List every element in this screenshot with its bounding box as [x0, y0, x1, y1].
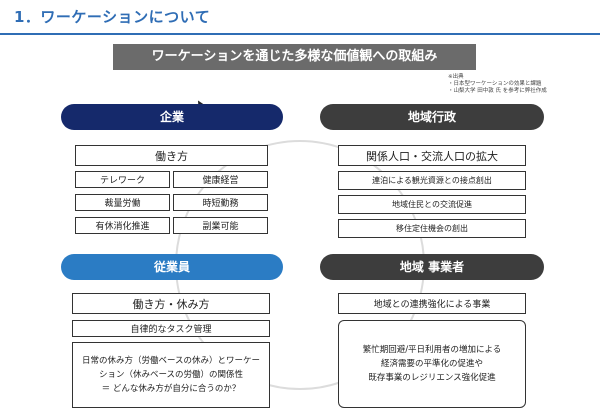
note-line: 繁忙期回避/平日利用者の増加による	[362, 345, 502, 355]
kigyo-item: 時短勤務	[173, 194, 268, 211]
kigyo-item: 副業可能	[173, 217, 268, 234]
source-line: ※出典	[448, 74, 464, 80]
banner-title: ワーケーションを通じた多様な価値観への取組み	[113, 44, 476, 70]
kigyo-main-box: 働き方	[75, 145, 268, 166]
chiiki-main-box: 関係人口・交流人口の拡大	[338, 145, 526, 166]
chiiki-item: 移住定住機会の創出	[338, 219, 526, 238]
kigyo-header: 企業	[61, 104, 283, 130]
note-line: 経済需要の平準化の促進や	[380, 359, 483, 369]
note-line: 既存事業のレジリエンス強化促進	[368, 373, 496, 383]
source-line: ・日本型ワーケーションの効果と課題	[448, 81, 542, 87]
title-rule	[0, 33, 600, 35]
source-note: ※出典 ・日本型ワーケーションの効果と課題 ・山梨大学 田中敦 氏 を参考に弊社…	[448, 74, 547, 95]
jugyoin-main-box: 働き方・休み方	[72, 293, 270, 314]
note-line: ション（休みベースの労働）の関係性	[98, 370, 244, 380]
slide-title: 1．ワーケーションについて	[14, 8, 211, 26]
source-line: ・山梨大学 田中敦 氏 を参考に弊社作成	[448, 88, 547, 94]
kigyo-item: 健康経営	[173, 171, 268, 188]
jugyoin-sub-box: 自律的なタスク管理	[72, 320, 270, 337]
jigyosha-main-box: 地域との連携強化による事業	[338, 293, 526, 314]
jugyoin-header: 従業員	[61, 254, 283, 280]
chiiki-item: 連泊による観光資源との接点創出	[338, 171, 526, 190]
chiiki-header: 地域行政	[320, 104, 544, 130]
jugyoin-note-box: 日常の休み方（労働ベースの休み）とワーケー ション（休みベースの労働）の関係性 …	[72, 342, 270, 408]
note-line: ＝ どんな休み方が自分に合うのか？	[101, 384, 241, 394]
jigyosha-note-box: 繁忙期回避/平日利用者の増加による 経済需要の平準化の促進や 既存事業のレジリエ…	[338, 320, 526, 408]
chiiki-item: 地域住民との交流促進	[338, 195, 526, 214]
kigyo-item: 裁量労働	[75, 194, 170, 211]
kigyo-item: テレワーク	[75, 171, 170, 188]
kigyo-item: 有休消化推進	[75, 217, 170, 234]
jigyosha-header: 地域 事業者	[320, 254, 544, 280]
note-line: 日常の休み方（労働ベースの休み）とワーケー	[81, 356, 261, 366]
